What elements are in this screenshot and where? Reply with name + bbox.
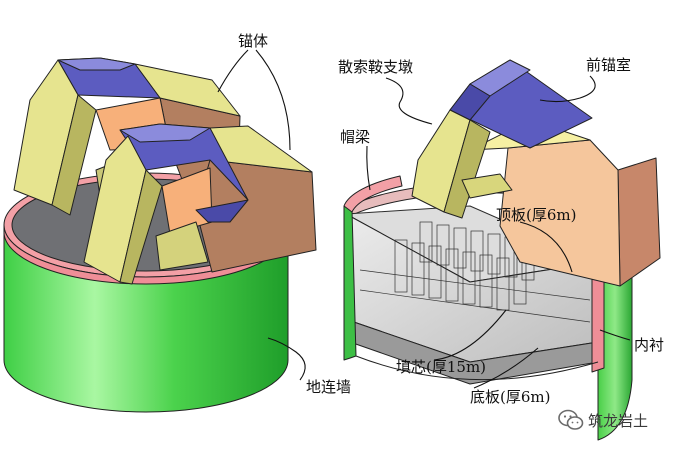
label-splay-saddle-pier: 散索鞍支墩 (338, 58, 413, 76)
leader-lines (217, 49, 631, 389)
watermark: 筑龙岩土 (558, 407, 648, 433)
watermark-text: 筑龙岩土 (588, 411, 649, 430)
labels: 锚体 散索鞍支墩 前锚室 帽梁 顶板(厚6m) 地连墙 填芯(厚15m) 底板(… (238, 32, 664, 406)
right-cap-ring-left (343, 175, 403, 213)
right-anchorage-cutaway (343, 59, 661, 441)
right-wall-bottom-edge (355, 355, 599, 381)
right-wall-cut-left (343, 205, 357, 361)
wechat-icon (558, 409, 584, 430)
label-front-anchor-room: 前锚室 (586, 56, 631, 74)
label-anchor-body: 锚体 (238, 32, 268, 50)
label-infill-core: 填芯(厚15m) (396, 358, 486, 376)
right-diaphragm-wall-front (597, 257, 633, 441)
label-cap-beam: 帽梁 (340, 128, 370, 146)
label-bottom-slab: 底板(厚6m) (470, 388, 550, 406)
label-inner-lining: 内衬 (634, 336, 664, 354)
label-top-slab: 顶板(厚6m) (496, 206, 576, 224)
label-diaphragm-wall: 地连墙 (306, 378, 351, 396)
left-anchorage-assembly (3, 57, 317, 413)
left-front-anchor-block (83, 123, 317, 285)
right-saddle-pier-and-anchor-room (411, 59, 661, 287)
